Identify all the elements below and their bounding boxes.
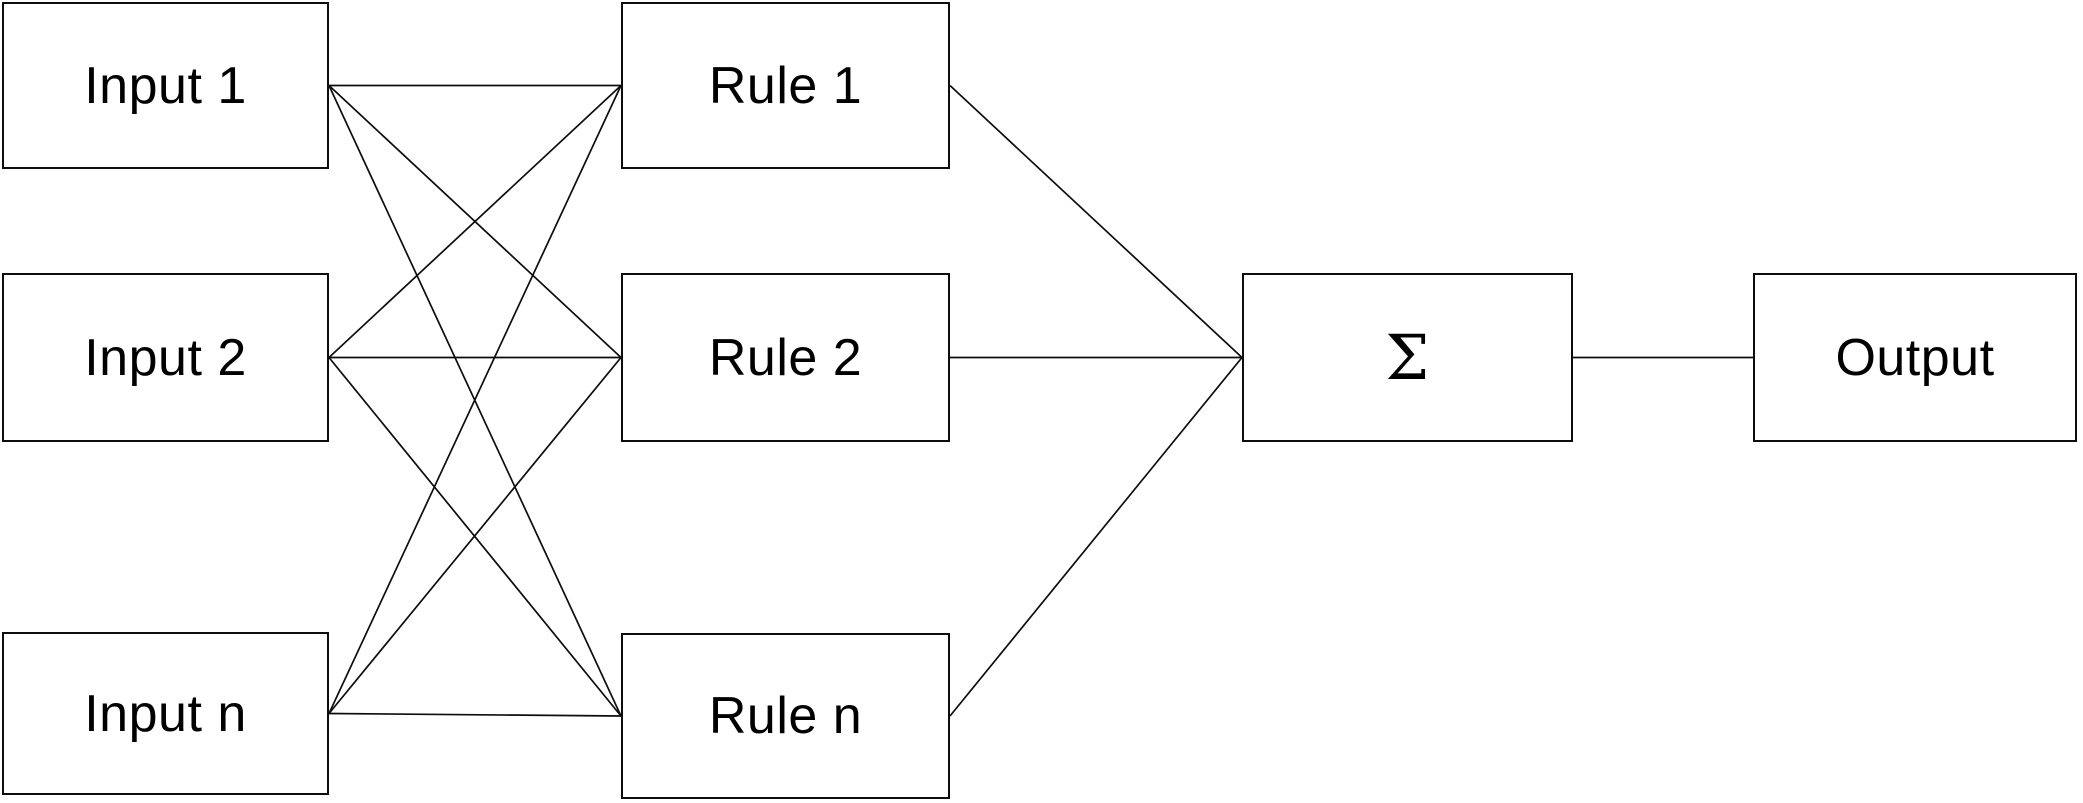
- node-sum: Σ: [1242, 273, 1573, 442]
- node-input-n-label: Input n: [84, 684, 247, 743]
- node-output-label: Output: [1835, 328, 1995, 387]
- edge-rulen-sigma: [949, 356, 1243, 717]
- node-rule-1: Rule 1: [621, 2, 950, 169]
- node-input-1-label: Input 1: [84, 56, 247, 115]
- node-rule-n: Rule n: [621, 633, 950, 799]
- edge-inputn-rule2: [328, 356, 622, 715]
- node-input-1: Input 1: [2, 2, 329, 169]
- edge-inputn-rulen: [328, 712, 622, 717]
- node-input-n: Input n: [2, 632, 329, 795]
- node-rule-1-label: Rule 1: [708, 56, 863, 115]
- edge-input2-rule1: [328, 84, 622, 359]
- node-input-2-label: Input 2: [84, 328, 247, 387]
- edge-rule1-sigma: [949, 84, 1243, 359]
- node-rule-2: Rule 2: [621, 273, 950, 442]
- node-output: Output: [1753, 273, 2077, 442]
- sigma-symbol: Σ: [1385, 320, 1430, 394]
- node-rule-n-label: Rule n: [708, 687, 863, 745]
- node-rule-2-label: Rule 2: [708, 328, 863, 387]
- node-input-2: Input 2: [2, 273, 329, 442]
- edge-inputn-rule1: [328, 85, 622, 714]
